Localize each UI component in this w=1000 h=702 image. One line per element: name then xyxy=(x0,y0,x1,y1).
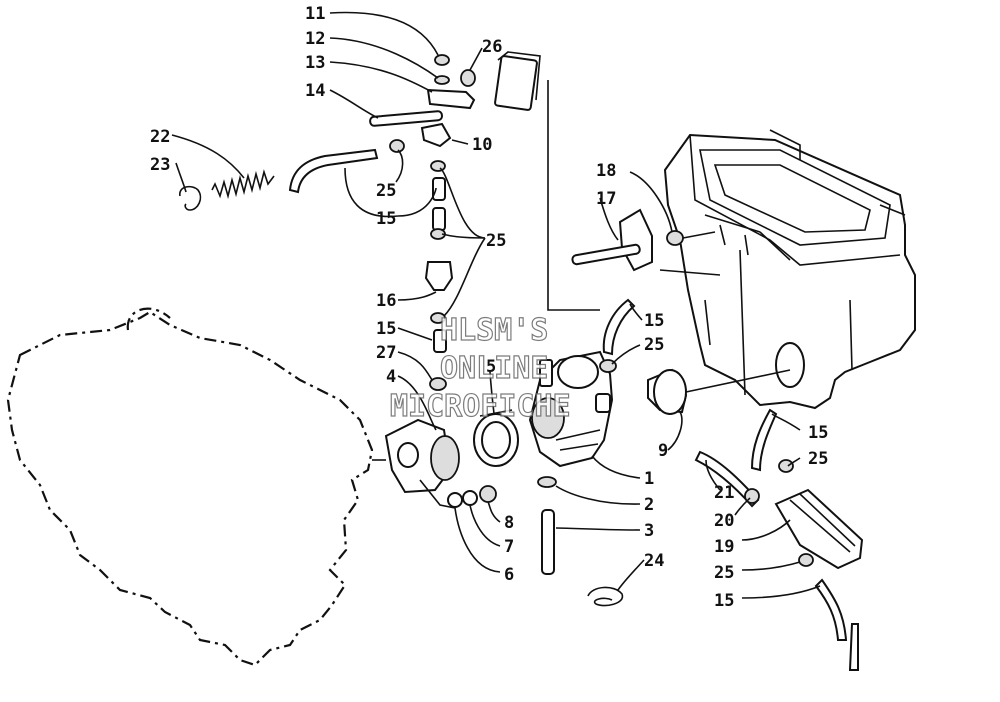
callouts: 11 12 13 14 26 10 22 23 25 15 25 16 15 2… xyxy=(150,4,828,611)
hose-15-lower xyxy=(433,329,447,353)
airbox xyxy=(663,129,916,410)
screw-17 xyxy=(571,243,641,266)
valve-10 xyxy=(420,122,452,148)
callout-19: 19 xyxy=(714,537,734,557)
watermark-line-2: ONLINE xyxy=(440,351,548,386)
clamp-25-pump xyxy=(778,459,794,473)
bracket-13 xyxy=(426,88,476,110)
callout-2: 2 xyxy=(644,495,654,515)
spacer-18 xyxy=(666,230,684,246)
callout-16: 16 xyxy=(376,291,396,311)
callout-25-b: 25 xyxy=(486,231,506,251)
callout-25-c: 25 xyxy=(644,335,664,355)
screw-14 xyxy=(369,110,443,127)
nut-11 xyxy=(434,54,450,66)
callout-13: 13 xyxy=(305,53,325,73)
fuel-filter-16 xyxy=(424,261,454,291)
spring-22 xyxy=(211,169,275,200)
intake-boot-9 xyxy=(647,368,791,415)
drain-parts xyxy=(537,476,557,575)
callout-25-e: 25 xyxy=(714,563,734,583)
watermark-line-1: HLSM'S xyxy=(440,313,548,348)
callout-25-a: 25 xyxy=(376,181,396,201)
callout-27: 27 xyxy=(376,343,396,363)
hose-21 xyxy=(694,450,760,508)
spacer-26 xyxy=(460,69,476,87)
callout-20: 20 xyxy=(714,511,734,531)
callout-24: 24 xyxy=(644,551,664,571)
fuel-pump-19 xyxy=(744,459,864,671)
callout-14: 14 xyxy=(305,81,325,101)
callout-3: 3 xyxy=(644,521,654,541)
engine-outline xyxy=(6,307,374,667)
callout-26: 26 xyxy=(482,37,502,57)
hose-15-right xyxy=(750,408,778,472)
callout-17: 17 xyxy=(596,189,616,209)
clip-23 xyxy=(179,185,202,211)
hose-15-mid xyxy=(432,177,446,201)
intake-flange-4 xyxy=(372,418,460,494)
callout-18: 18 xyxy=(596,161,616,181)
watermark-line-3: MICROFICHE xyxy=(390,389,571,424)
callout-25-d: 25 xyxy=(808,449,828,469)
callout-15-e: 15 xyxy=(714,591,734,611)
callout-11: 11 xyxy=(305,4,325,24)
callout-15-a: 15 xyxy=(376,209,396,229)
callout-15-b: 15 xyxy=(376,319,396,339)
callout-12: 12 xyxy=(305,29,325,49)
callout-15-c: 15 xyxy=(644,311,664,331)
clamp-27 xyxy=(429,377,447,391)
callout-10: 10 xyxy=(472,135,492,155)
clamp-25-pump-lower xyxy=(798,553,814,567)
callout-5: 5 xyxy=(486,357,496,377)
hose-15-top xyxy=(288,148,379,194)
leader-lines xyxy=(171,11,821,599)
callout-4: 4 xyxy=(386,367,396,387)
callout-1: 1 xyxy=(644,469,654,489)
clamp-5 xyxy=(473,409,519,467)
callout-22: 22 xyxy=(150,127,170,147)
clamp-25-top xyxy=(389,139,405,153)
callout-9: 9 xyxy=(658,441,668,461)
callout-8: 8 xyxy=(504,513,514,533)
carburetor-1 xyxy=(528,350,614,468)
callout-7: 7 xyxy=(504,537,514,557)
washer-12 xyxy=(434,75,450,85)
watermark: HLSM'S ONLINE MICROFICHE xyxy=(389,312,571,424)
fuel-line-parts xyxy=(288,139,454,391)
callout-23: 23 xyxy=(150,155,170,175)
cable-bracket-assembly xyxy=(369,51,600,311)
callout-21: 21 xyxy=(714,483,734,503)
hose-15-carb xyxy=(602,298,636,356)
mount-bracket xyxy=(571,208,721,276)
callout-15-d: 15 xyxy=(808,423,828,443)
band-clamp-24 xyxy=(587,586,624,607)
fastener-stack xyxy=(447,485,497,508)
callout-6: 6 xyxy=(504,565,514,585)
hose-15-pump xyxy=(814,578,848,641)
